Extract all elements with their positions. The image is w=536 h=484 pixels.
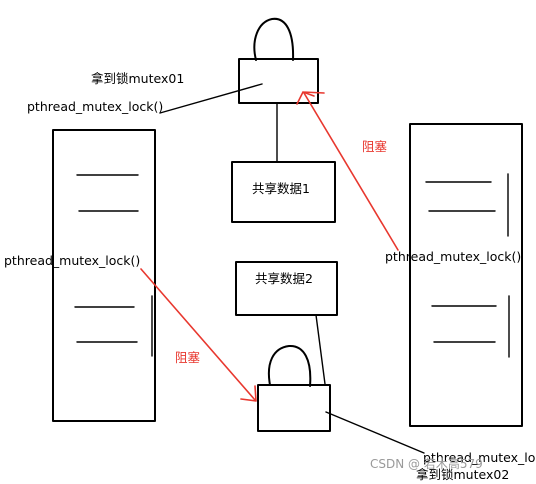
padlock-mutex01-body: [238, 58, 319, 104]
thread-1-frame: [52, 129, 156, 422]
connector-shared2-mutex02: [315, 314, 326, 385]
blocked-label: 阻塞: [175, 350, 201, 365]
shared-data-2-box: [235, 261, 338, 316]
shared-data-1-box: [231, 161, 336, 223]
blocked-arrow-head: [240, 385, 257, 402]
padlock-mutex01-shackle: [253, 17, 295, 61]
blocked-arrow-thread2-icon: [296, 91, 399, 251]
padlock-mutex02-icon: [257, 344, 331, 432]
blocked-arrow-shaft: [140, 268, 256, 401]
padlock-mutex02-shackle: [268, 344, 312, 387]
pthread-lock-call-label: pthread_mutex_lock(): [423, 450, 536, 465]
pthread-lock-call-label: pthread_mutex_lock(): [385, 249, 521, 264]
shared-data-2-label: 共享数据2: [255, 271, 313, 286]
got-lock-mutex01-label: 拿到锁mutex01: [91, 71, 184, 86]
shared-data-1-label: 共享数据1: [252, 181, 310, 196]
thread-2-frame: [409, 123, 523, 427]
csdn-watermark: CSDN @ 若木高579: [370, 456, 483, 471]
thread-1-box: [52, 129, 156, 422]
pthread-lock-call-label: pthread_mutex_lock(): [4, 253, 140, 268]
padlock-mutex02-body: [257, 384, 331, 432]
pthread-lock-call-label: pthread_mutex_lock(): [27, 99, 163, 114]
blocked-label: 阻塞: [362, 139, 388, 154]
thread-2-box: [409, 123, 523, 427]
blocked-arrow-thread1-icon: [140, 268, 257, 402]
leader-line-mutex02-label: [325, 411, 425, 454]
got-lock-mutex02-label: 拿到锁mutex02: [416, 467, 509, 482]
leader-line-mutex01-label: [159, 83, 263, 114]
blocked-arrow-head: [296, 91, 325, 105]
padlock-mutex01-icon: [238, 17, 319, 104]
blocked-arrow-shaft: [303, 92, 399, 251]
